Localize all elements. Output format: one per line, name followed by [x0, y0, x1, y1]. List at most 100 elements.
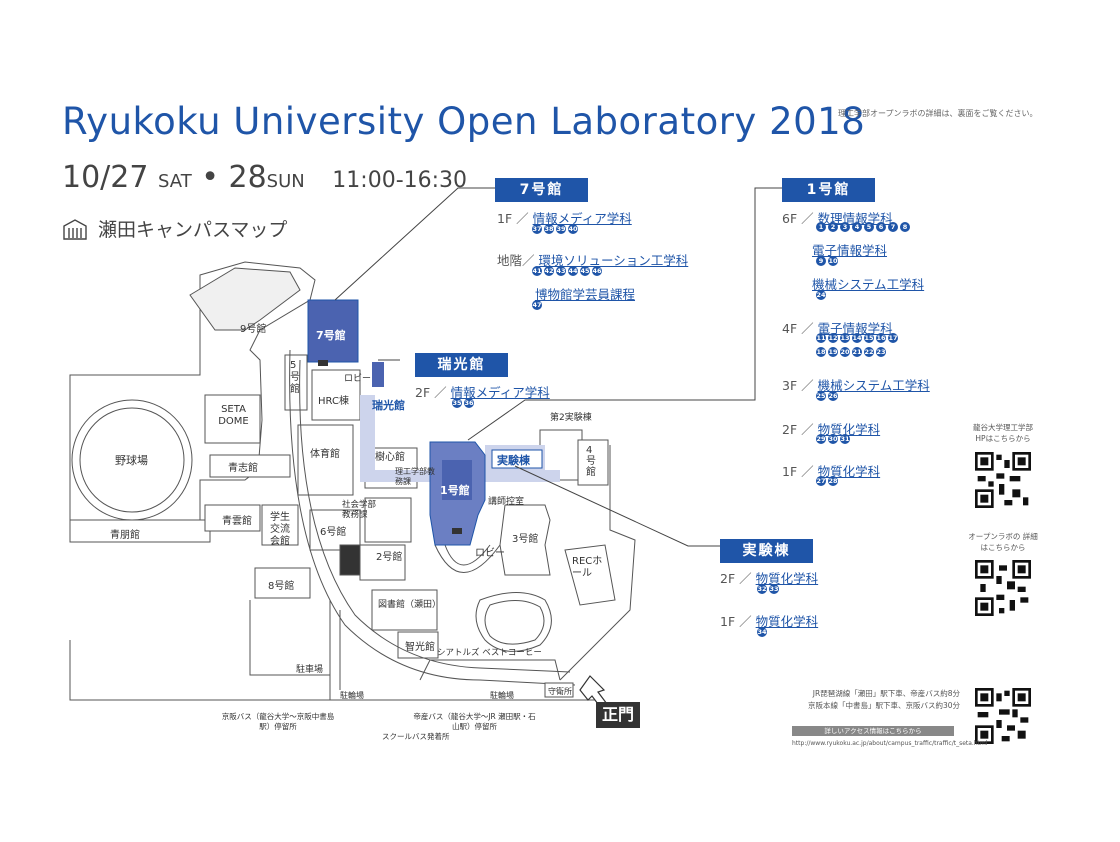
- building-3: [499, 504, 551, 576]
- nums-b7-museum: 47: [532, 300, 542, 310]
- label-keihan-bus-stop: 京阪バス（龍谷大学～京阪中書島駅）停留所: [221, 712, 335, 731]
- label-rikou-office: 理工学部教務課: [395, 467, 435, 486]
- badge-jikken: 実験棟: [720, 539, 813, 563]
- label-teisan-bus-stop: 帝産バス（龍谷大学～JR 瀬田駅・石山駅）停留所: [413, 712, 536, 731]
- label-building-4: 4号館: [586, 445, 596, 478]
- label-lobby-1: ロビー: [475, 548, 505, 559]
- date-day1: 10/27: [62, 160, 149, 195]
- building-icon: [63, 218, 87, 240]
- dept-b7-museum: 博物館学芸員課程: [535, 287, 636, 302]
- label-school-bus: スクールバス発着所: [382, 732, 450, 741]
- label-parking: 駐車場: [296, 665, 324, 675]
- label-zuiko: 瑞光館: [372, 399, 405, 412]
- label-rec-hall: RECホール: [572, 556, 603, 579]
- campus-map-label: 瀬田キャンパスマップ: [98, 219, 288, 241]
- top-note: 理工学部オープンラボの詳細は、裏面をご覧ください。: [838, 109, 1038, 118]
- date-day1-weekday: SAT: [158, 171, 192, 192]
- event-time: 11:00-16:30: [332, 168, 468, 193]
- label-baseball: 野球場: [115, 454, 148, 467]
- label-building-1: 1号館: [440, 484, 470, 497]
- date-day2-weekday: SUN: [266, 171, 305, 192]
- dept-b1-3f: 3F ／機械システム工学科: [782, 378, 930, 393]
- label-bike-parking-1: 駐輪場: [340, 691, 364, 700]
- zuiko-highlight: [372, 362, 384, 387]
- label-hrc: HRC棟: [318, 396, 349, 407]
- label-building-5: 5号館: [290, 360, 300, 395]
- label-building-8: 8号館: [268, 581, 295, 592]
- dept-b1-6f-elec: 電子情報学科: [812, 243, 888, 258]
- label-jikken: 実験棟: [497, 454, 530, 467]
- dept-jikken-2f: 2F ／物質化学科: [720, 571, 819, 586]
- chiko-building: [397, 631, 439, 659]
- dept-b1-1f: 1F ／物質化学科: [782, 464, 881, 479]
- label-library: 図書館（瀬田）: [378, 600, 442, 610]
- building-8: [254, 567, 311, 599]
- dept-b1-6f-math: 6F ／数理情報学科: [782, 211, 893, 226]
- badge-building-1: 1号館: [782, 178, 875, 202]
- qr-openlab-label: オープンラボの 詳細はこちらから: [968, 532, 1038, 552]
- label-chiko: 智光館: [405, 642, 435, 653]
- pond: [475, 592, 552, 652]
- label-building-2: 2号館: [376, 552, 403, 563]
- qr-access-code[interactable]: [975, 688, 1031, 744]
- qr-hp-label: 龍谷大学理工学部 HPはこちらから: [973, 423, 1033, 443]
- label-building-3: 3号館: [512, 534, 539, 545]
- date-day2: 28: [228, 160, 267, 195]
- jikken-highlight: [491, 449, 543, 469]
- label-bike-parking-2: 駐輪場: [490, 691, 514, 700]
- label-building-6: 6号館: [320, 527, 347, 538]
- label-seiun: 青雲館: [222, 516, 252, 527]
- label-jushin: 樹心館: [375, 452, 405, 463]
- dept-zuiko-2f: 2F ／情報メディア学科: [415, 385, 550, 400]
- label-gakusei: 学生交流会館: [270, 512, 290, 547]
- access-line-jr: JR琵琶湖線「瀬田」駅下車、帝産バス約8分: [812, 689, 960, 698]
- access-url[interactable]: http://www.ryukoku.ac.jp/about/campus_tr…: [792, 740, 988, 747]
- label-lobby-7: ロビー: [344, 374, 372, 384]
- label-coffee-shop: シアトルズ ベストコーヒー: [437, 648, 542, 658]
- page-title: Ryukoku University Open Laboratory 2018: [62, 100, 866, 143]
- label-building-9: 9号館: [240, 324, 267, 335]
- campus-map-heading: 瀬田キャンパスマップ: [62, 215, 287, 242]
- rec-hall: [564, 544, 616, 606]
- seiho-building: [69, 519, 211, 543]
- corridor-highlight: [360, 395, 375, 470]
- building-7-highlight: [307, 299, 359, 363]
- dept-b7-b1: 地階／環境ソリューション工学科: [497, 253, 689, 268]
- date-separator: •: [201, 160, 219, 195]
- lobby-arc: [434, 544, 501, 573]
- dept-jikken-1f: 1F ／物質化学科: [720, 614, 819, 629]
- access-info: JR琵琶湖線「瀬田」駅下車、帝産バス約8分 京阪本線「中書島」駅下車、京阪バス約…: [790, 688, 960, 712]
- qr-hp-code[interactable]: [975, 452, 1031, 508]
- hrc-building: [311, 369, 361, 421]
- label-guard-house: 守衛所: [548, 687, 572, 696]
- event-date: 10/27 SAT • 28SUN 11:00-16:30: [62, 160, 467, 195]
- nums-jikken-1f: 34: [757, 627, 767, 637]
- label-dai2: 第2実験棟: [550, 413, 592, 423]
- label-seiho: 青朋館: [110, 530, 140, 541]
- dept-b1-4f: 4F ／電子情報学科: [782, 321, 893, 336]
- label-seishi: 青志館: [228, 463, 258, 474]
- gym: [297, 424, 354, 496]
- label-seta-dome: SETA DOME: [218, 404, 249, 427]
- seta-dome: [204, 394, 261, 444]
- label-building-7: 7号館: [316, 329, 346, 342]
- qr-openlab-code[interactable]: [975, 560, 1031, 616]
- access-line-keihan: 京阪本線「中書島」駅下車、京阪バス約30分: [807, 701, 960, 710]
- nums-b1-6f-mech: 24: [816, 290, 826, 300]
- label-shakai-office: 社会学部教務課: [342, 500, 377, 520]
- label-gym: 体育館: [310, 449, 340, 460]
- main-gate-label: 正門: [596, 702, 640, 728]
- badge-zuiko: 瑞光館: [415, 353, 508, 377]
- dept-b7-1f: 1F ／情報メディア学科: [497, 211, 632, 226]
- access-info-button[interactable]: 詳しいアクセス情報はこちらから: [792, 726, 954, 736]
